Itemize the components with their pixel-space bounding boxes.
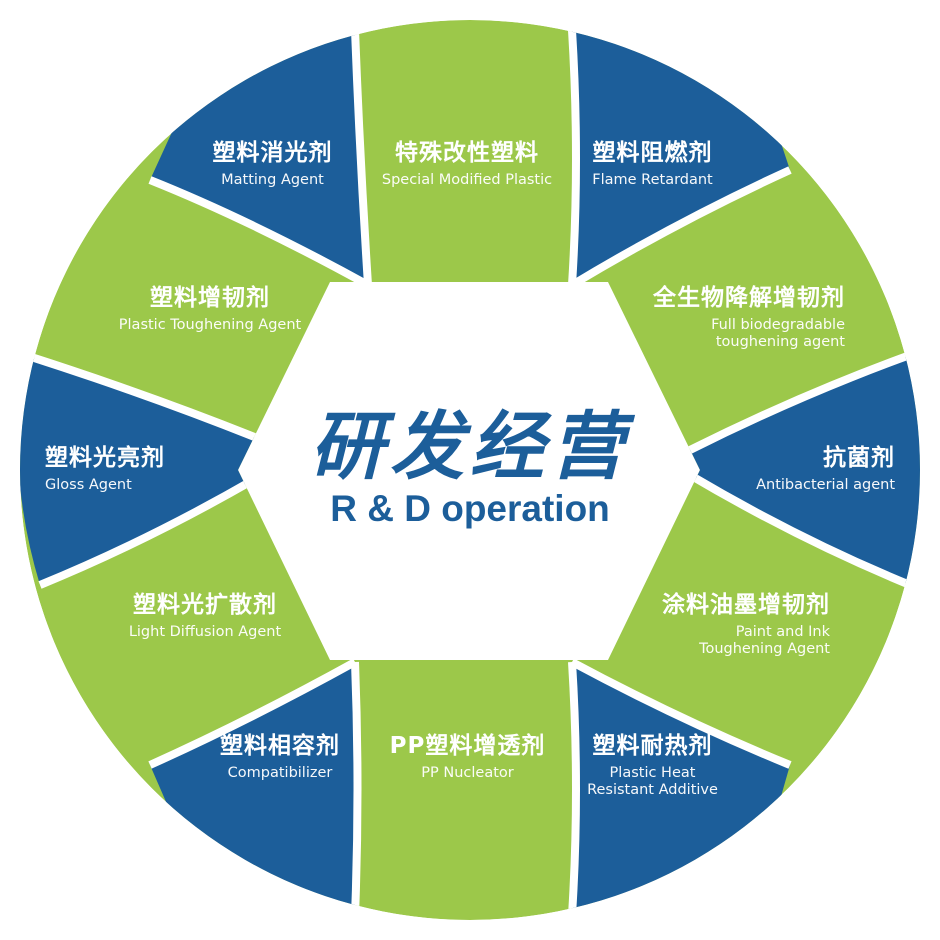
segment-special-modified-plastic: 特殊改性塑料 Special Modified Plastic bbox=[362, 140, 572, 189]
segment-zh-label: 塑料光亮剂 bbox=[45, 445, 165, 471]
segment-zh-label: 涂料油墨增韧剂 bbox=[662, 592, 830, 618]
segment-zh-label: 塑料光扩散剂 bbox=[133, 592, 277, 618]
segment-zh-label: 塑料相容剂 bbox=[220, 733, 340, 759]
center-title-en: R & D operation bbox=[330, 488, 610, 529]
segment-en-label: Plastic Toughening Agent bbox=[118, 317, 302, 334]
segment-en-label: Plastic Heat Resistant Additive bbox=[587, 765, 718, 799]
segment-paint-ink-toughening: 涂料油墨增韧剂 Paint and Ink Toughening Agent bbox=[615, 592, 830, 658]
segment-compatibilizer: 塑料相容剂 Compatibilizer bbox=[195, 733, 365, 782]
segment-antibacterial-agent: 抗菌剂 Antibacterial agent bbox=[715, 445, 895, 494]
segment-en-label: Special Modified Plastic bbox=[381, 172, 553, 189]
segment-en-label: Flame Retardant bbox=[592, 172, 713, 189]
segment-pp-nucleator: PP塑料增透剂 PP Nucleator bbox=[365, 733, 570, 782]
segment-en-label: Full biodegradable toughening agent bbox=[711, 317, 845, 351]
segment-zh-label: 塑料增韧剂 bbox=[150, 285, 270, 311]
segment-full-biodegradable: 全生物降解增韧剂 Full biodegradable toughening a… bbox=[605, 285, 845, 351]
segment-zh-label: PP塑料增透剂 bbox=[389, 733, 546, 759]
segment-en-label: Paint and Ink Toughening Agent bbox=[699, 624, 830, 658]
center-title-zh: 研发经营 bbox=[310, 404, 630, 490]
segment-zh-label: 特殊改性塑料 bbox=[395, 140, 539, 166]
segment-plastic-toughening-agent: 塑料增韧剂 Plastic Toughening Agent bbox=[95, 285, 325, 334]
segment-zh-label: 塑料阻燃剂 bbox=[592, 140, 713, 166]
segment-en-label: Light Diffusion Agent bbox=[128, 624, 282, 641]
segment-matting-agent: 塑料消光剂 Matting Agent bbox=[185, 140, 360, 189]
segment-zh-label: 抗菌剂 bbox=[823, 445, 895, 471]
segment-light-diffusion-agent: 塑料光扩散剂 Light Diffusion Agent bbox=[95, 592, 315, 641]
segment-zh-label: 塑料耐热剂 bbox=[592, 733, 713, 759]
segment-en-label: Antibacterial agent bbox=[756, 477, 895, 494]
segment-heat-resistant-additive: 塑料耐热剂 Plastic Heat Resistant Additive bbox=[565, 733, 740, 799]
segment-antibacterial-bg bbox=[690, 355, 920, 585]
segment-flame-retardant: 塑料阻燃剂 Flame Retardant bbox=[565, 140, 740, 189]
segment-gloss-agent: 塑料光亮剂 Gloss Agent bbox=[45, 445, 195, 494]
segment-en-label: Compatibilizer bbox=[227, 765, 333, 782]
segment-en-label: PP Nucleator bbox=[421, 765, 514, 782]
segment-en-label: Gloss Agent bbox=[45, 477, 132, 494]
segment-zh-label: 塑料消光剂 bbox=[212, 140, 333, 166]
segment-gloss-agent-bg bbox=[19, 355, 262, 585]
segment-en-label: Matting Agent bbox=[221, 172, 324, 189]
segment-zh-label: 全生物降解增韧剂 bbox=[653, 285, 845, 311]
